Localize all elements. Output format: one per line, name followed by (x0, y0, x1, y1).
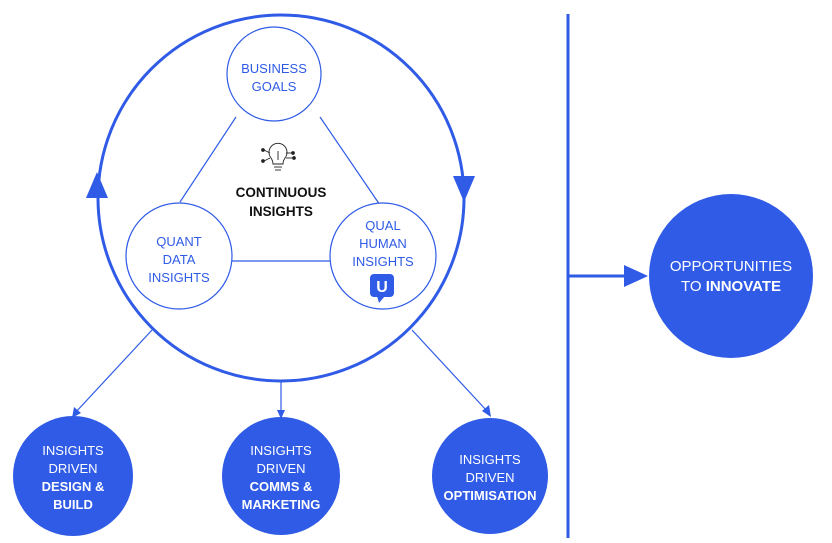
u-logo-icon: U (370, 274, 394, 303)
business-goals-line2: GOALS (252, 79, 297, 94)
quant-data-insights-node: QUANT DATA INSIGHTS (125, 202, 233, 310)
qual-human-insights-node: QUAL HUMAN INSIGHTS U (329, 202, 437, 310)
qual-line3: INSIGHTS (352, 254, 414, 269)
u-logo-letter: U (376, 279, 388, 296)
arrow-to-comms-icon (277, 410, 285, 419)
arrow-to-opportunities-head-icon (624, 265, 648, 287)
design-line3: DESIGN & (42, 479, 105, 494)
opportunities-line1: OPPORTUNITIES (670, 258, 792, 275)
cycle-arrow-up-icon (86, 172, 108, 198)
comms-line4: MARKETING (242, 497, 321, 512)
opportunities-line2-prefix: TO (681, 278, 706, 295)
quant-line3: INSIGHTS (148, 270, 210, 285)
opportunities-line2-bold: INNOVATE (706, 278, 781, 295)
design-line4: BUILD (53, 497, 93, 512)
center-label-line1: CONTINUOUS (236, 185, 327, 200)
design-line2: DRIVEN (48, 461, 97, 476)
output-arrows (74, 329, 488, 414)
optimisation-line1: INSIGHTS (459, 452, 521, 467)
lightbulb-circuit-icon (261, 142, 296, 171)
design-line1: INSIGHTS (42, 443, 104, 458)
connector-goals-quant (179, 116, 237, 203)
quant-line1: QUANT (156, 234, 202, 249)
connector-goals-qual (319, 116, 381, 206)
business-goals-node: BUSINESS GOALS (226, 26, 322, 122)
opportunities-node: OPPORTUNITIES TO INNOVATE (649, 194, 813, 358)
business-goals-line1: BUSINESS (241, 61, 307, 76)
comms-line2: DRIVEN (256, 461, 305, 476)
center-label-line2: INSIGHTS (249, 204, 313, 219)
qual-line2: HUMAN (359, 236, 407, 251)
output-comms-marketing: INSIGHTS DRIVEN COMMS & MARKETING (222, 417, 340, 535)
output-optimisation: INSIGHTS DRIVEN OPTIMISATION (432, 418, 548, 534)
quant-line2: DATA (163, 252, 196, 267)
opportunities-line2: TO INNOVATE (681, 278, 781, 295)
optimisation-line2: DRIVEN (465, 470, 514, 485)
optimisation-line3: OPTIMISATION (444, 488, 537, 503)
cycle-arrow-down-icon (453, 176, 475, 202)
comms-line3: COMMS & (250, 479, 313, 494)
arrow-to-design-icon (72, 407, 81, 418)
arrow-to-optimisation-icon (482, 405, 491, 417)
output-design-build: INSIGHTS DRIVEN DESIGN & BUILD (13, 416, 133, 536)
comms-line1: INSIGHTS (250, 443, 312, 458)
qual-line1: QUAL (365, 218, 400, 233)
